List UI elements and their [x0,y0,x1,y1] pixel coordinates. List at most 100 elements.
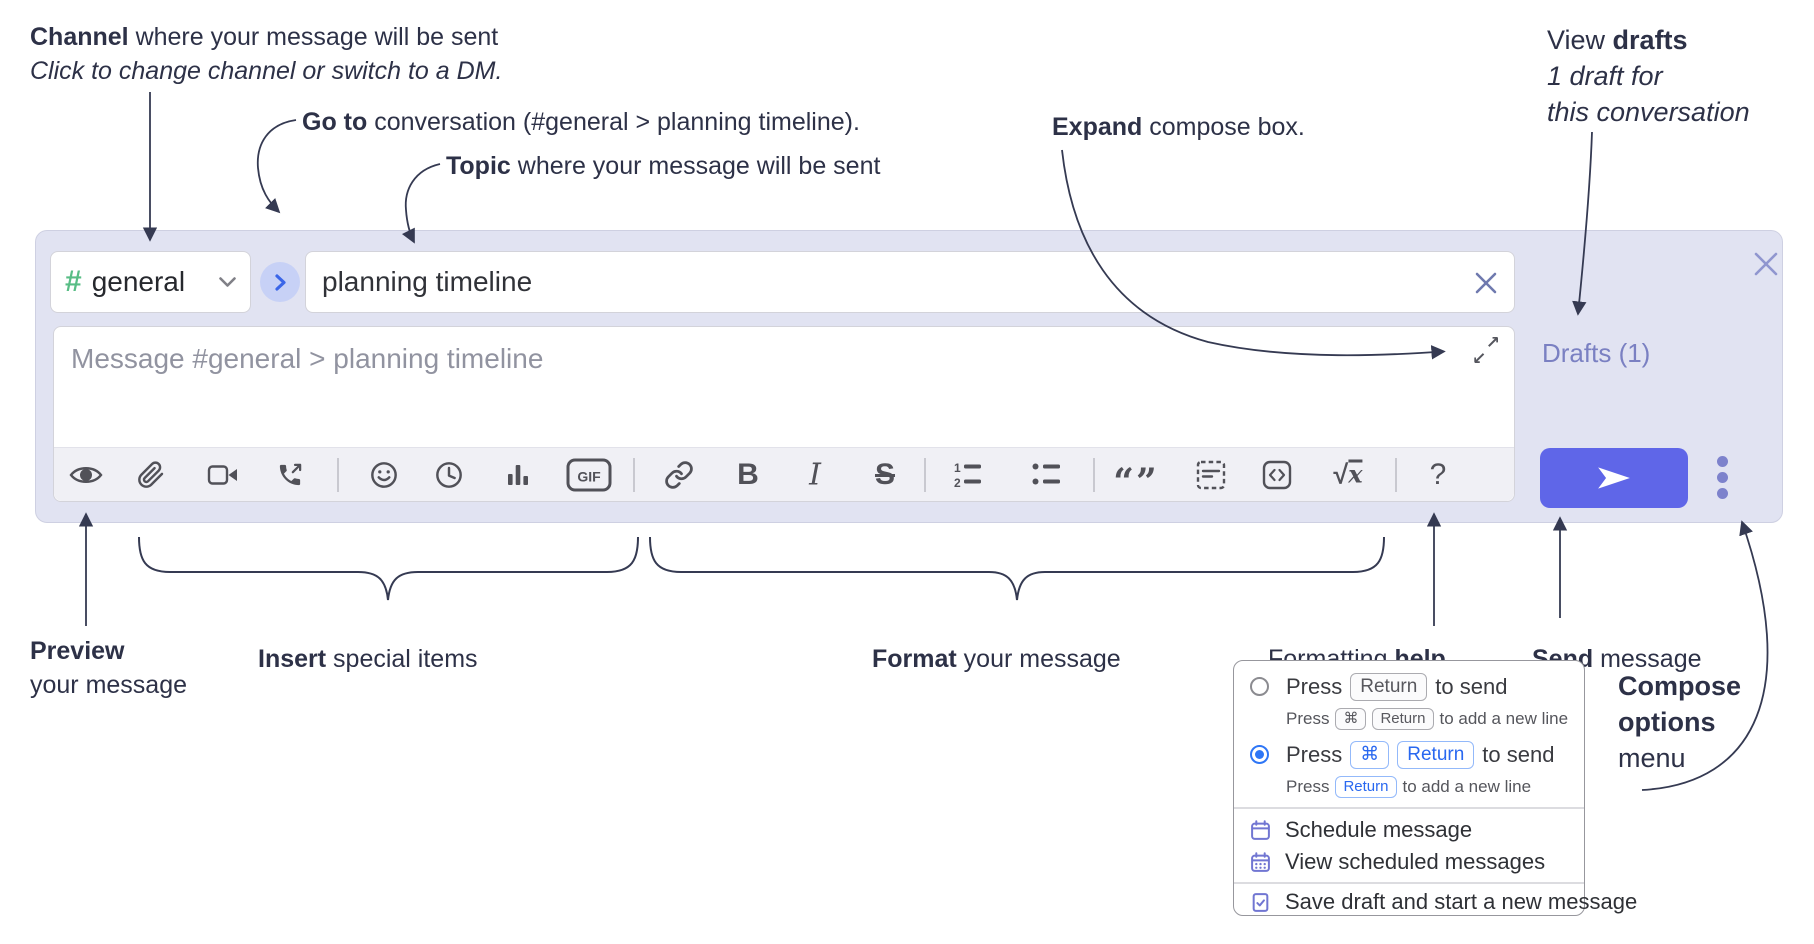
expand-annotation: Expand compose box. [1052,110,1305,144]
help-question-mark: ? [1429,458,1447,491]
insert-annotation-rest: special items [326,645,478,673]
poll-icon[interactable] [505,462,531,488]
formatting-help-icon[interactable]: ? [1430,458,1447,492]
toolbar-separator [1093,458,1095,492]
return-keycap: Return [1372,708,1434,730]
drafts-annotation-line3: this conversation [1547,97,1750,127]
option-cmd-return-subtext: Press Return to add a new line [1286,776,1531,798]
return-keycap: Return [1350,673,1428,701]
format-brace [649,536,1385,601]
to-send-label: to send [1482,742,1555,767]
strikethrough-icon[interactable]: S [875,458,895,492]
math-x-glyph: x [1348,459,1363,489]
insert-brace [138,536,639,601]
draft-check-icon [1252,892,1269,912]
attach-paperclip-icon[interactable] [137,461,165,489]
sqrt-glyph: √ [1333,459,1349,490]
insert-annotation-bold: Insert [258,645,327,673]
drafts-annotation: View drafts 1 draft for this conversatio… [1547,22,1750,130]
spoiler-icon[interactable] [1196,460,1226,490]
gif-icon[interactable]: GIF [566,458,612,492]
italic-label: I [809,457,821,493]
compose-options-menu-button[interactable] [1717,456,1728,504]
compose-options-line3: menu [1618,743,1686,773]
send-options-popup: Press Return to send Press ⌘ Return to a… [1233,660,1637,916]
press-label: Press [1286,709,1330,728]
goto-annotation: Go to conversation (#general > planning … [302,105,860,139]
calendar-icon [1251,819,1270,840]
time-clock-icon[interactable] [435,461,463,489]
drafts-annotation-line2: 1 draft for [1547,61,1663,91]
preview-annotation-bold: Preview [30,637,125,665]
toolbar-separator [337,458,339,492]
audio-call-icon[interactable] [277,462,304,489]
topic-annotation-rest: where your message will be sent [510,152,881,180]
gif-label: GIF [577,469,601,485]
numbered-list-2: 2 [954,476,961,489]
emoji-icon[interactable] [370,461,398,489]
save-draft-label: Save draft and start a new message [1285,889,1638,914]
ellipsis-dot [1717,488,1728,499]
video-call-icon[interactable] [207,464,239,487]
quote-glyphs: “” [1113,461,1159,503]
option-cmd-return-to-send[interactable]: Press ⌘ Return to send [1286,741,1554,769]
toolbar-separator [924,458,926,492]
preview-annotation: Preview your message [30,634,187,702]
channel-name: general [91,266,186,297]
preview-annotation-line2: your message [30,671,188,699]
cmd-keycap-active: ⌘ [1350,741,1390,769]
message-input[interactable] [54,327,1514,447]
toolbar-separator [1395,458,1397,492]
ellipsis-dot [1717,456,1728,467]
go-to-conversation-button[interactable] [260,262,300,302]
save-draft-item[interactable]: Save draft and start a new message [1250,889,1637,915]
option-return-subtext: Press ⌘ Return to add a new line [1286,708,1568,730]
bold-label: B [737,458,759,491]
return-keycap-active: Return [1335,776,1397,798]
clear-topic-icon[interactable] [1474,271,1498,295]
preview-eye-icon[interactable] [69,463,103,487]
ellipsis-dot [1717,472,1728,483]
chevron-right-icon [274,273,286,291]
radio-return-to-send[interactable] [1250,677,1269,696]
schedule-message-item[interactable]: Schedule message [1250,817,1472,843]
drafts-annotation-bold: drafts [1612,25,1688,55]
to-send-label: to send [1435,674,1508,699]
new-line-label: to add a new line [1402,777,1532,796]
quote-icon[interactable]: “” [1113,458,1159,503]
italic-icon[interactable]: I [809,458,821,493]
expand-compose-icon[interactable]: ↗ ↙ [1472,333,1500,368]
view-scheduled-messages-item[interactable]: View scheduled messages [1250,849,1545,875]
topic-input[interactable] [306,252,1514,312]
topic-annotation-bold: Topic [446,152,511,180]
numbered-list-1: 1 [954,461,961,475]
math-icon[interactable]: √x [1333,459,1363,491]
new-line-label: to add a new line [1439,709,1569,728]
format-annotation-rest: your message [956,645,1121,673]
return-keycap-active: Return [1397,741,1475,769]
compose-options-annotation: Compose options menu [1618,668,1741,776]
bulleted-list-icon[interactable] [1031,461,1063,489]
close-compose-icon[interactable] [1752,250,1780,278]
channel-selector[interactable]: # general [50,251,251,313]
code-icon[interactable] [1262,460,1292,490]
radio-cmd-return-to-send[interactable] [1250,745,1269,764]
insert-annotation: Insert special items [258,642,478,676]
format-annotation-bold: Format [872,645,957,673]
send-plane-icon [1598,467,1630,489]
goto-connector [256,119,297,214]
option-return-to-send[interactable]: Press Return to send [1286,673,1507,701]
channel-annotation: Channel where your message will be sent … [30,20,502,88]
channel-annotation-rest: where your message will be sent [128,23,499,51]
send-button[interactable] [1540,448,1688,508]
schedule-message-label: Schedule message [1285,817,1473,842]
topic-annotation: Topic where your message will be sent [446,149,880,183]
drafts-link[interactable]: Drafts (1) [1542,338,1651,368]
compose-options-line2: options [1618,707,1716,737]
link-icon[interactable] [664,460,694,490]
bold-icon[interactable]: B [737,458,759,492]
arrow-up-right-icon: ↗ [1485,333,1500,352]
popup-divider [1234,807,1584,809]
